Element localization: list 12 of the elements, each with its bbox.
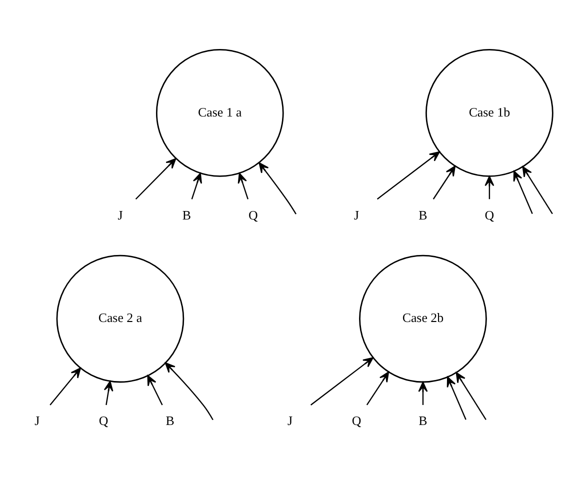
node-text: B bbox=[418, 413, 428, 428]
node-text: J bbox=[288, 413, 293, 428]
node-text: J bbox=[118, 207, 123, 222]
node-text: J bbox=[34, 413, 40, 428]
node-text: Q bbox=[484, 207, 494, 222]
node-text: B bbox=[418, 207, 428, 222]
node-text: Q bbox=[248, 207, 258, 222]
node-text: Q bbox=[352, 413, 362, 428]
node-text: Q bbox=[98, 413, 108, 428]
node-text: B bbox=[166, 413, 174, 428]
node-text: B bbox=[182, 207, 191, 222]
node-text: J bbox=[354, 207, 360, 222]
